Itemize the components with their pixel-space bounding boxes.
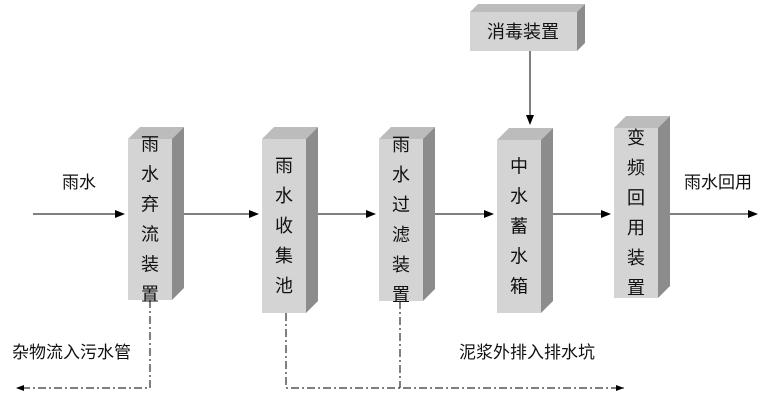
disinfection-label: 消毒装置 [487, 22, 559, 43]
box-collection: 雨水收集池 [262, 127, 318, 313]
box-reuse: 变频回用装置 [614, 116, 670, 299]
waste-arrowhead-left [16, 385, 24, 391]
disinfection-box-side [577, 4, 585, 51]
disinfection-box-front [470, 12, 577, 51]
box-label-char: 箱 [510, 277, 528, 298]
disinfection-box-top [470, 4, 585, 12]
box-top [614, 116, 670, 128]
box-side [306, 127, 318, 313]
box-side [423, 127, 435, 301]
box-label-char: 过 [392, 195, 410, 216]
box-label-char: 蓄 [510, 217, 528, 238]
box-side [541, 128, 553, 313]
waste-line-right [285, 313, 624, 389]
box-label-char: 收 [275, 216, 293, 237]
box-filter: 雨水过滤装置 [379, 127, 435, 306]
box-front [497, 140, 541, 313]
box-label-char: 水 [510, 247, 528, 268]
box-front [262, 139, 306, 313]
box-front [128, 139, 172, 300]
box-first-flush-label: 雨水弃流装置 [141, 135, 159, 306]
box-label-char: 置 [392, 285, 410, 306]
box-label-char: 用 [627, 218, 645, 239]
box-label-char: 装 [392, 255, 410, 276]
box-top [379, 127, 435, 139]
box-label-char: 中 [510, 157, 528, 178]
box-front [614, 128, 658, 298]
box-label-char: 装 [141, 255, 159, 276]
waste-label-right: 泥浆外排入排水坑 [459, 343, 595, 363]
box-storage: 中水蓄水箱 [497, 128, 553, 313]
output-label: 雨水回用 [684, 173, 752, 193]
box-top [262, 127, 318, 139]
box-label-char: 置 [141, 285, 159, 306]
disinfection-box: 消毒装置 [470, 4, 585, 51]
box-side [172, 127, 184, 300]
box-label-char: 变 [627, 128, 645, 149]
box-front [379, 139, 423, 301]
box-label-char: 流 [141, 225, 159, 246]
box-side [658, 116, 670, 298]
box-label-char: 水 [510, 187, 528, 208]
box-first-flush: 雨水弃流装置 [128, 127, 184, 306]
box-label-char: 置 [627, 278, 645, 299]
box-storage-label: 中水蓄水箱 [510, 157, 528, 298]
box-label-char: 雨 [275, 156, 293, 177]
box-label-char: 水 [141, 165, 159, 186]
box-label-char: 水 [392, 165, 410, 186]
waste-line-left [16, 300, 151, 389]
box-top [128, 127, 184, 139]
box-label-char: 装 [627, 248, 645, 269]
box-label-char: 弃 [141, 195, 159, 216]
box-label-char: 频 [627, 158, 645, 179]
box-label-char: 池 [275, 276, 293, 297]
box-label-char: 雨 [141, 135, 159, 156]
box-label-char: 集 [275, 246, 293, 267]
box-reuse-label: 变频回用装置 [627, 128, 645, 299]
input-label: 雨水 [62, 173, 96, 193]
box-top [497, 128, 553, 140]
waste-label-left: 杂物流入污水管 [12, 343, 131, 363]
box-filter-label: 雨水过滤装置 [392, 135, 410, 306]
box-label-char: 回 [627, 188, 645, 209]
box-label-char: 雨 [392, 135, 410, 156]
waste-arrowhead-right [616, 385, 624, 391]
box-label-char: 滤 [392, 225, 410, 246]
box-label-char: 水 [275, 186, 293, 207]
box-collection-label: 雨水收集池 [275, 156, 293, 297]
